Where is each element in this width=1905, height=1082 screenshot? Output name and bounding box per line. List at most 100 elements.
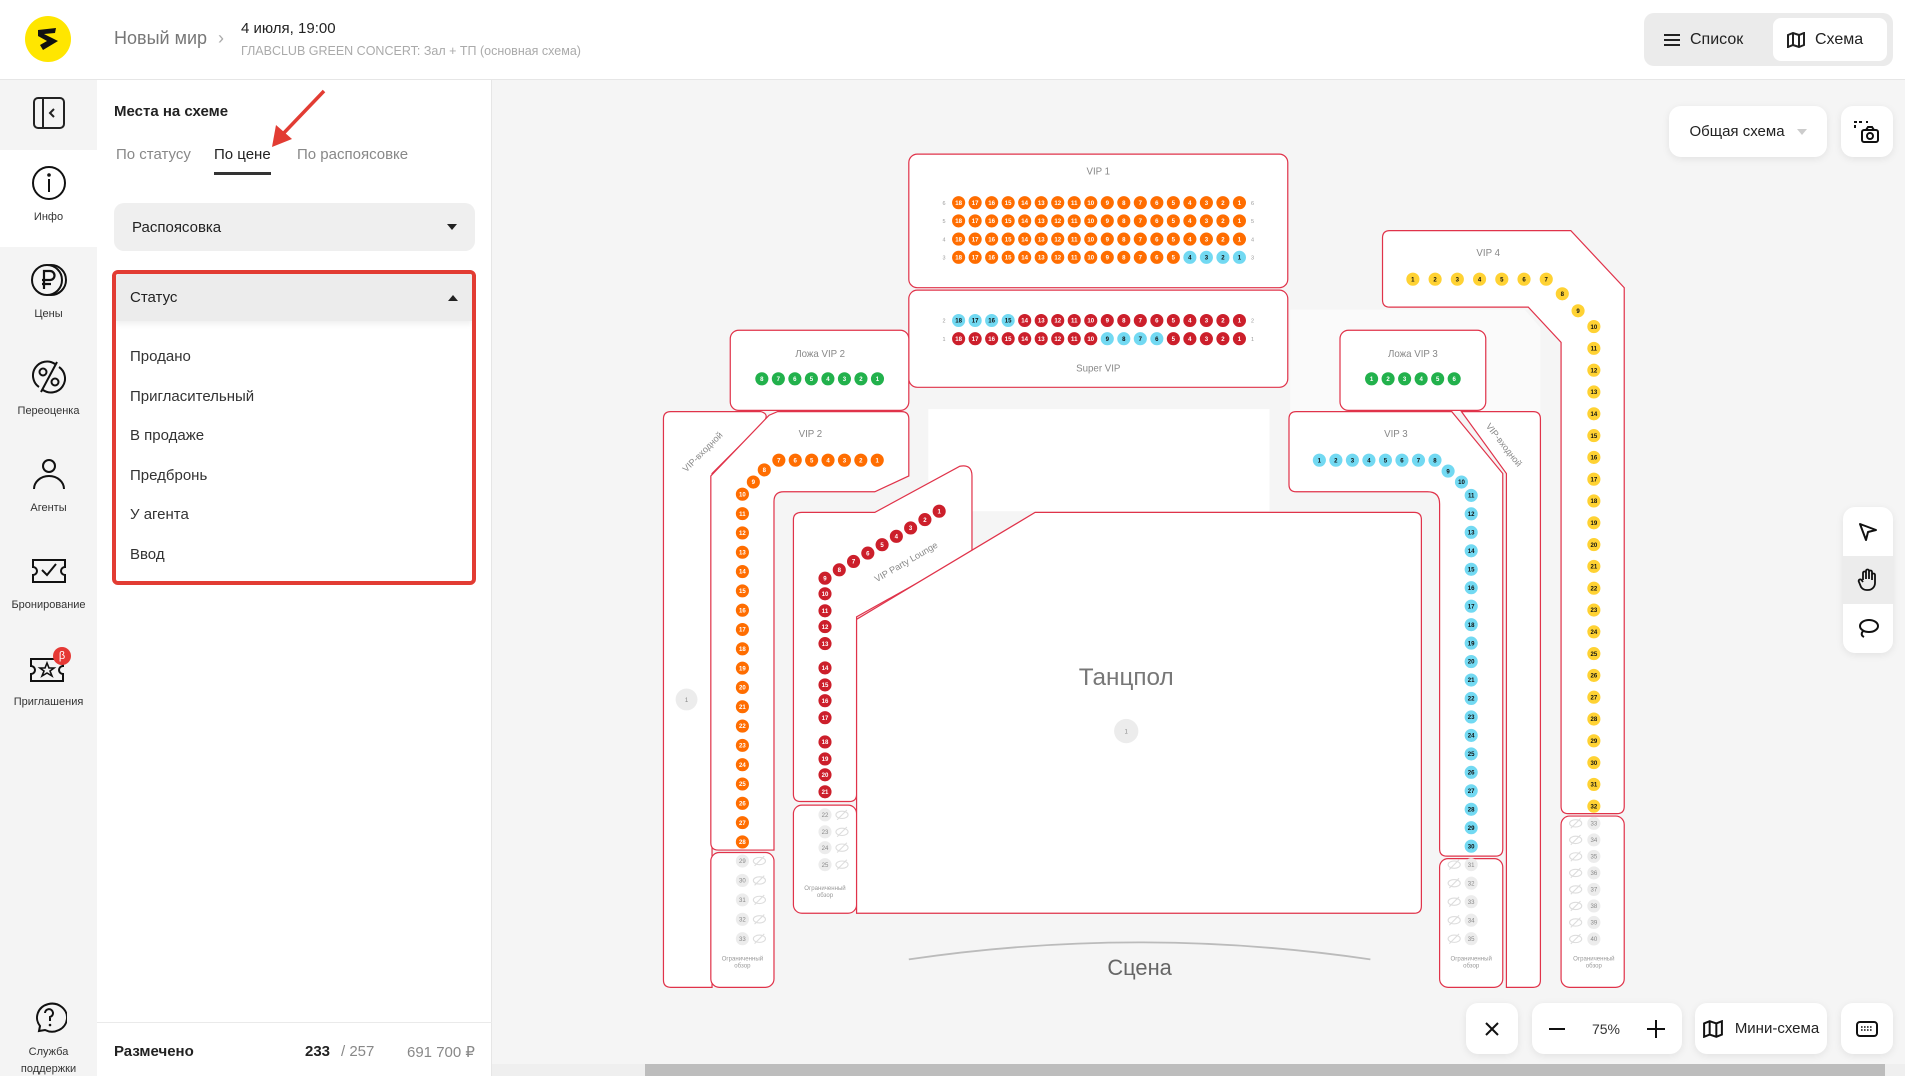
seat[interactable] [1428, 272, 1442, 286]
seat[interactable] [1587, 385, 1601, 399]
status-option-sold[interactable]: Продано [130, 348, 191, 365]
collapse-sidebar-button[interactable] [0, 80, 97, 150]
seat[interactable] [1464, 839, 1478, 853]
seat[interactable] [1117, 313, 1131, 328]
layer-select[interactable]: Общая схема [1669, 106, 1827, 157]
seat[interactable] [1329, 453, 1343, 467]
seat[interactable] [1587, 833, 1601, 847]
sidebar-item-revaluation[interactable]: Переоценка [0, 344, 97, 441]
seat[interactable] [1232, 232, 1246, 246]
seat[interactable] [1100, 250, 1114, 264]
seat[interactable] [1018, 250, 1032, 264]
seat[interactable] [735, 816, 749, 830]
seat[interactable] [818, 661, 832, 675]
seat[interactable] [1100, 196, 1114, 210]
seat[interactable] [1464, 562, 1478, 576]
seat[interactable] [1428, 453, 1442, 467]
seat[interactable] [1587, 799, 1601, 813]
seat[interactable] [1100, 214, 1114, 228]
seat[interactable] [1051, 196, 1065, 210]
screenshot-button[interactable] [1841, 106, 1893, 157]
seat[interactable] [870, 372, 885, 386]
seat[interactable] [818, 678, 832, 692]
seat[interactable] [1216, 250, 1230, 264]
seat[interactable] [1117, 332, 1131, 346]
seat[interactable] [735, 680, 749, 694]
seat[interactable] [757, 463, 771, 477]
seat[interactable] [1587, 581, 1601, 595]
seat[interactable] [1067, 332, 1081, 346]
seat[interactable] [735, 932, 749, 946]
seat[interactable] [1464, 691, 1478, 706]
seat[interactable] [1199, 332, 1213, 346]
seat[interactable] [1464, 599, 1478, 613]
seat[interactable] [818, 711, 832, 725]
seat[interactable] [932, 504, 946, 518]
seat[interactable] [818, 620, 832, 634]
seat[interactable] [1067, 250, 1081, 264]
seat[interactable] [1587, 647, 1601, 661]
seat[interactable] [735, 738, 749, 752]
status-option-input[interactable]: Ввод [130, 546, 165, 563]
seat[interactable] [818, 571, 832, 585]
seat[interactable] [821, 372, 835, 386]
seat[interactable] [1555, 287, 1569, 301]
seat[interactable] [985, 214, 999, 228]
seat[interactable] [1001, 332, 1015, 346]
seat[interactable] [1133, 196, 1147, 210]
seat[interactable] [1216, 214, 1230, 228]
seat[interactable] [1150, 332, 1164, 346]
seat[interactable] [1450, 272, 1464, 286]
seat[interactable] [1216, 332, 1230, 346]
seat[interactable] [1464, 544, 1478, 558]
seat[interactable] [1067, 313, 1081, 328]
seat[interactable] [968, 196, 982, 210]
seat[interactable] [1018, 214, 1032, 228]
seat[interactable] [735, 584, 749, 598]
seat[interactable] [952, 332, 966, 346]
seat[interactable] [1018, 232, 1032, 246]
status-option-prebooking[interactable]: Предбронь [130, 467, 208, 484]
seat[interactable] [1464, 821, 1478, 835]
seat[interactable] [1166, 332, 1180, 346]
seat[interactable] [1084, 232, 1098, 246]
seat[interactable] [1216, 196, 1230, 210]
seat[interactable] [818, 735, 832, 749]
seat[interactable] [837, 372, 851, 386]
seat[interactable] [1150, 232, 1164, 246]
seat[interactable] [1117, 250, 1131, 264]
seat[interactable] [904, 521, 918, 535]
seat[interactable] [1587, 899, 1601, 913]
seat[interactable] [968, 332, 982, 346]
seat[interactable] [952, 232, 966, 246]
seat[interactable] [1199, 232, 1213, 246]
seat[interactable] [818, 587, 832, 601]
seat[interactable] [875, 538, 889, 552]
tab-by-zone[interactable]: По распоясовке [297, 146, 409, 163]
seat[interactable] [821, 453, 835, 467]
seat[interactable] [1464, 507, 1478, 521]
seat[interactable] [1183, 250, 1197, 264]
seat[interactable] [1587, 882, 1601, 896]
seat[interactable] [735, 758, 749, 772]
seat[interactable] [735, 719, 749, 733]
status-dropdown-toggle[interactable]: Статус [116, 274, 472, 321]
select-tool-button[interactable] [1843, 508, 1893, 556]
sidebar-item-agents[interactable]: Агенты [0, 441, 97, 538]
view-scheme-button[interactable]: Схема [1773, 18, 1887, 61]
seat[interactable] [1464, 913, 1478, 927]
seat[interactable] [1150, 214, 1164, 228]
seat[interactable] [1183, 196, 1197, 210]
seat[interactable] [818, 694, 832, 708]
sidebar-item-support[interactable]: Служба поддержки [0, 985, 97, 1082]
seat[interactable] [1232, 214, 1246, 228]
seat[interactable] [1084, 332, 1098, 346]
seat[interactable] [818, 858, 832, 872]
horizontal-scrollbar[interactable] [492, 1064, 1905, 1076]
seat[interactable] [1001, 250, 1015, 264]
seat[interactable] [1587, 407, 1601, 421]
seat[interactable] [1464, 895, 1478, 909]
seat[interactable] [735, 777, 749, 791]
seat[interactable] [1464, 581, 1478, 595]
status-option-on-sale[interactable]: В продаже [130, 427, 205, 444]
